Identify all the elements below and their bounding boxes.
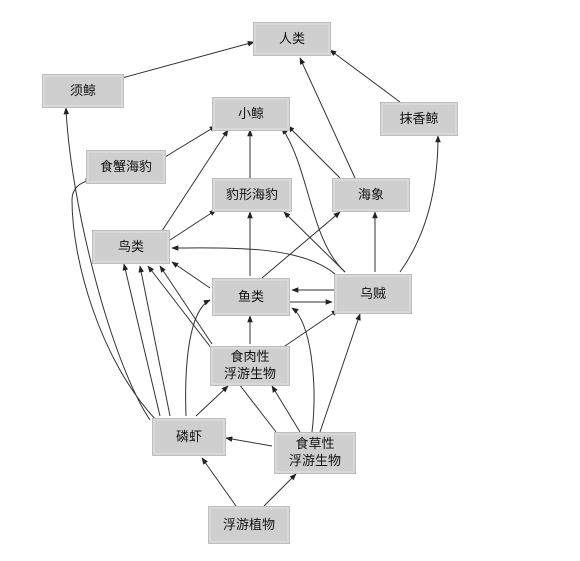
node-birds: 鸟类 <box>92 230 170 264</box>
edge-squid-to-sperm <box>399 135 441 273</box>
edge-herbivore-to-krill <box>225 436 273 447</box>
edge-herbivore-to-squid <box>319 313 361 433</box>
edge-krill-to-carnivore <box>195 385 229 417</box>
edge-phyto-to-herbivore <box>263 473 297 507</box>
node-herbivorous-plankton: 食草性 浮游生物 <box>274 432 356 474</box>
edge-carnivore-to-birds <box>159 265 213 345</box>
node-krill: 磷虾 <box>152 418 226 456</box>
node-baleen-whale: 须鲸 <box>42 74 124 108</box>
edge-squid-to-smallwhale <box>281 127 346 273</box>
edge-crabeater-to-smallwhale <box>159 125 217 161</box>
edge-phyto-to-krill <box>201 457 237 507</box>
edge-herbivore-to-carnivore <box>271 385 301 433</box>
edge-birds-to-smallwhale <box>159 129 229 235</box>
edge-sperm-to-humans <box>329 49 401 103</box>
node-leopard-seal: 豹形海豹 <box>212 178 292 212</box>
figure-caption <box>130 548 470 561</box>
edge-elephant-to-smallwhale <box>287 125 341 179</box>
node-crabeater-seal: 食蟹海豹 <box>86 150 166 184</box>
edge-krill-to-baleen <box>63 107 151 421</box>
edge-squid-to-birds <box>171 245 336 275</box>
edge-squid-to-leopard <box>283 211 346 273</box>
node-carnivorous-plankton: 食肉性 浮游生物 <box>210 346 290 386</box>
node-small-whale: 小鲸 <box>212 97 290 131</box>
edge-krill-to-fish <box>185 299 211 417</box>
edge-fish-to-birds <box>171 261 211 289</box>
node-humans: 人类 <box>253 22 331 56</box>
edge-fish-to-elephant <box>261 211 341 279</box>
edge-baleen-to-humans <box>121 40 255 79</box>
edge-krill-to-crabeater <box>71 178 157 421</box>
edge-elephantseal-to-humans <box>299 57 356 179</box>
edge-krill-to-birds <box>122 263 161 417</box>
node-fish: 鱼类 <box>212 278 290 316</box>
edge-krill-to-birds-2 <box>138 265 171 417</box>
node-phytoplankton: 浮游植物 <box>208 506 290 544</box>
node-elephant-seal: 海象 <box>332 178 410 212</box>
node-sperm-whale: 抹香鲸 <box>380 102 458 136</box>
node-squid: 乌贼 <box>334 274 412 314</box>
edge-birds-to-leopard <box>169 209 217 241</box>
edge-herbivore-to-fish <box>291 307 315 433</box>
edge-carnivore-to-squid <box>281 309 339 349</box>
